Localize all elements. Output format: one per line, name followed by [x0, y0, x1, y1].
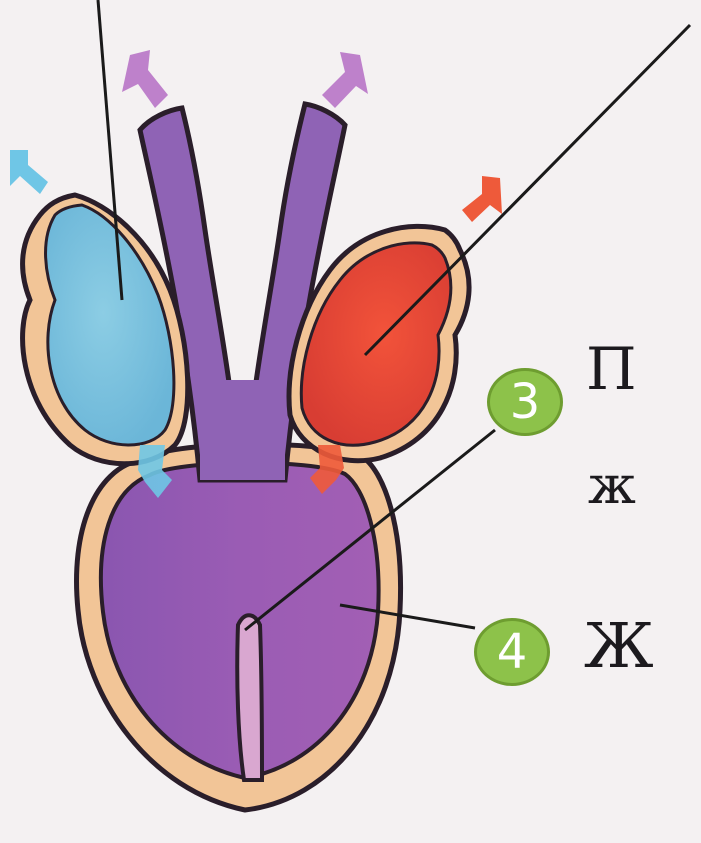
- arterial-inflow-arrow-icon: [462, 176, 502, 222]
- ventricle-septum: [237, 615, 262, 780]
- badge-4: 4: [474, 618, 550, 686]
- venous-inflow-arrow-icon: [10, 150, 48, 194]
- outflow-arrow-right-icon: [322, 52, 368, 108]
- side-letter-3: Ж: [584, 615, 654, 677]
- badge-3: 3: [487, 368, 563, 436]
- side-letter-2: ж: [588, 460, 636, 512]
- badge-4-number: 4: [497, 624, 528, 680]
- badge-3-number: 3: [510, 374, 541, 430]
- leader-line-arterial-atrium: [365, 25, 690, 355]
- venous-atrium: [46, 205, 174, 445]
- outflow-arrow-left-icon: [122, 50, 168, 108]
- side-letter-1: П: [586, 340, 637, 398]
- vessel-junction: [200, 380, 285, 480]
